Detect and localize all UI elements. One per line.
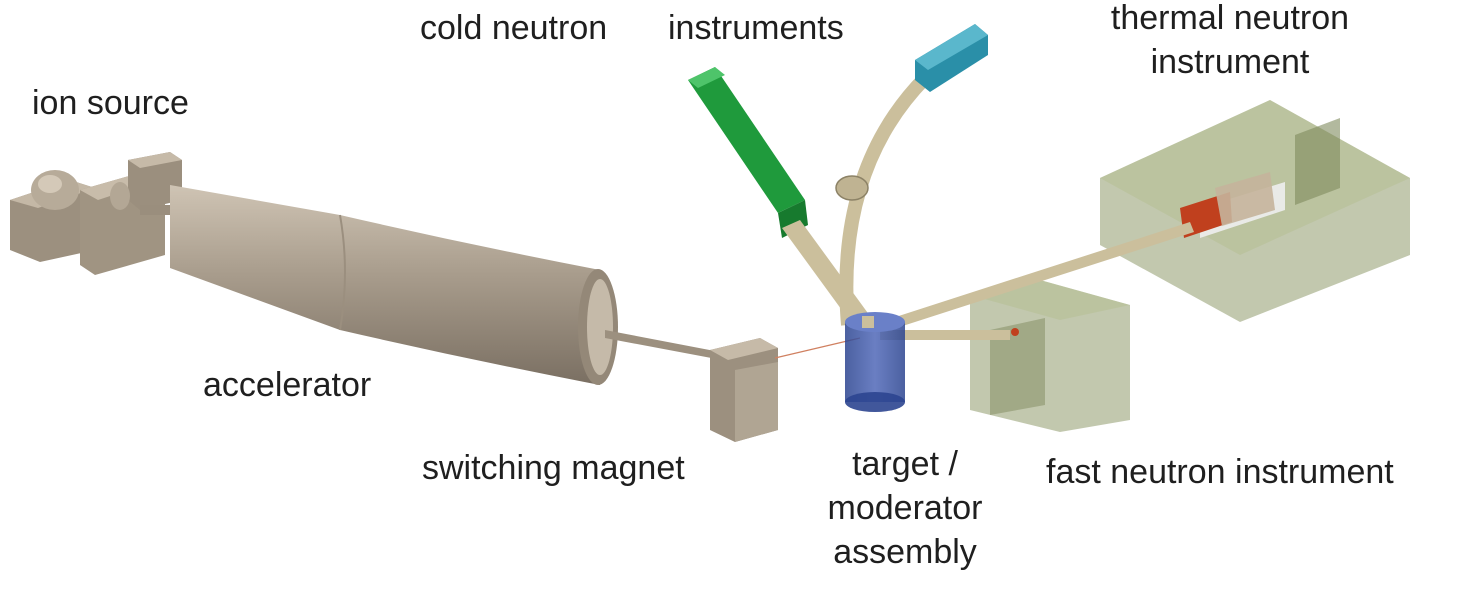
label-instruments: instruments bbox=[668, 9, 844, 47]
label-thermal-line2: instrument bbox=[1150, 43, 1310, 81]
switching-magnet bbox=[710, 337, 861, 442]
label-ion-source: ion source bbox=[32, 84, 189, 122]
ion-source-assembly bbox=[10, 152, 182, 275]
fast-neutron-instrument bbox=[970, 280, 1130, 432]
thermal-neutron-instrument bbox=[1100, 100, 1410, 322]
target-moderator-assembly bbox=[845, 312, 905, 412]
cold-neutron-instruments bbox=[688, 24, 988, 326]
label-thermal-neutron-instrument: thermal neutron instrument bbox=[1080, 0, 1380, 84]
accelerator-tank bbox=[170, 185, 722, 385]
label-fast-neutron-instrument: fast neutron instrument bbox=[1046, 453, 1394, 491]
label-target-line3: assembly bbox=[833, 533, 977, 571]
label-switching-magnet: switching magnet bbox=[422, 449, 685, 487]
beam-guides bbox=[880, 222, 1194, 340]
label-target-line2: moderator bbox=[827, 489, 983, 527]
label-target-line1: target / bbox=[852, 445, 958, 483]
label-target-moderator: target / moderator assembly bbox=[790, 442, 1020, 574]
label-accelerator: accelerator bbox=[203, 366, 372, 404]
label-cold-neutron: cold neutron bbox=[420, 9, 608, 47]
label-thermal-line1: thermal neutron bbox=[1110, 0, 1350, 37]
